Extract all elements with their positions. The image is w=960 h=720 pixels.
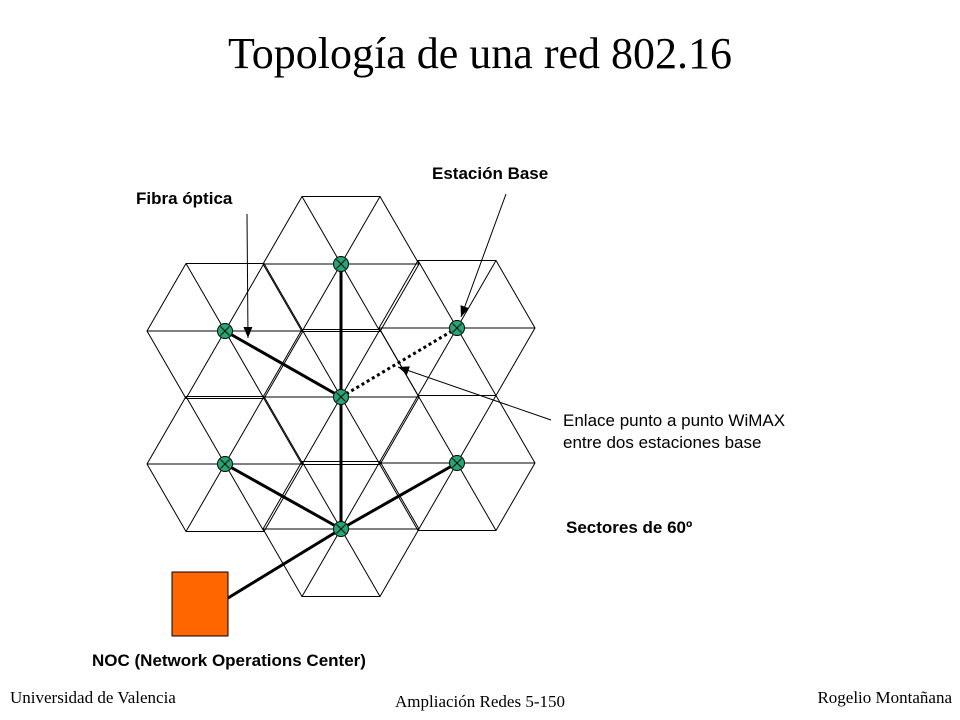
base-station-icon	[217, 323, 233, 339]
arrow-shaft	[397, 366, 552, 421]
station-cross	[220, 326, 230, 336]
sector-divider	[456, 260, 497, 329]
fiber-link	[340, 461, 458, 531]
wimax-link	[340, 326, 458, 399]
sector-divider	[301, 396, 342, 465]
fiber-link	[224, 462, 342, 531]
sector-divider	[417, 462, 458, 531]
hexagonal-sector-grid	[146, 196, 536, 597]
sector-divider	[340, 263, 381, 332]
sector-divider	[185, 263, 226, 332]
station-cross	[452, 458, 462, 468]
sector-divider	[340, 396, 381, 465]
sector-divider	[340, 196, 381, 265]
sector-divider	[224, 396, 265, 465]
arrow-enlace-wimax	[397, 366, 552, 421]
station-cross	[452, 323, 462, 333]
arrow-shaft	[246, 213, 249, 339]
links	[224, 264, 458, 600]
label-enlace-line1: Enlace punto a punto WiMAX	[563, 411, 786, 430]
noc-box	[171, 571, 229, 637]
arrow-head	[243, 326, 253, 338]
sector-divider	[185, 463, 226, 532]
station-cross	[220, 459, 230, 469]
arrow-fibra-optica	[243, 213, 253, 339]
sector-divider	[301, 329, 342, 398]
sector-divider	[340, 528, 381, 597]
base-station-icon	[449, 455, 465, 471]
sector-divider	[185, 330, 226, 399]
sector-divider	[301, 528, 342, 597]
arrows	[243, 193, 552, 421]
sector-divider	[456, 327, 497, 396]
arrow-head	[398, 366, 410, 375]
sector-divider	[340, 329, 381, 398]
sector-divider	[456, 462, 497, 531]
footer-author: Rogelio Montañana	[817, 688, 952, 707]
base-station-icon	[333, 256, 349, 272]
sector-divider	[301, 196, 342, 265]
arrow-head	[460, 305, 470, 317]
base-station-icon	[333, 521, 349, 537]
station-cross	[336, 392, 346, 402]
sector-divider	[456, 395, 497, 464]
fiber-link	[224, 329, 342, 399]
slide-title: Topología de una red 802.16	[227, 29, 733, 78]
station-cross	[336, 259, 346, 269]
station-cross	[336, 524, 346, 534]
label-fibra-optica: Fibra óptica	[136, 189, 233, 208]
stations	[217, 256, 465, 537]
sector-divider	[340, 461, 381, 530]
label-enlace-wimax: Enlace punto a punto WiMAX entre dos est…	[563, 410, 785, 454]
base-station-icon	[217, 456, 233, 472]
label-sectores: Sectores de 60º	[566, 518, 693, 537]
base-station-icon	[333, 389, 349, 405]
arrow-shaft	[460, 193, 507, 318]
sector-divider	[185, 396, 226, 465]
footer-university: Universidad de Valencia	[10, 688, 176, 707]
arrow-estacion-base	[460, 193, 507, 318]
sector-divider	[417, 260, 458, 329]
base-station-icon	[449, 320, 465, 336]
sector-divider	[224, 263, 265, 332]
sector-divider	[417, 327, 458, 396]
footer-course: Ampliación Redes 5-150	[395, 692, 565, 711]
noc-link	[227, 527, 342, 600]
label-estacion-base: Estación Base	[432, 164, 549, 183]
sector-divider	[301, 263, 342, 332]
sector-divider	[417, 395, 458, 464]
sector-divider	[224, 330, 265, 399]
sector-divider	[224, 463, 265, 532]
sector-divider	[301, 461, 342, 530]
label-noc: NOC (Network Operations Center)	[92, 651, 366, 670]
label-enlace-line2: entre dos estaciones base	[563, 433, 762, 452]
